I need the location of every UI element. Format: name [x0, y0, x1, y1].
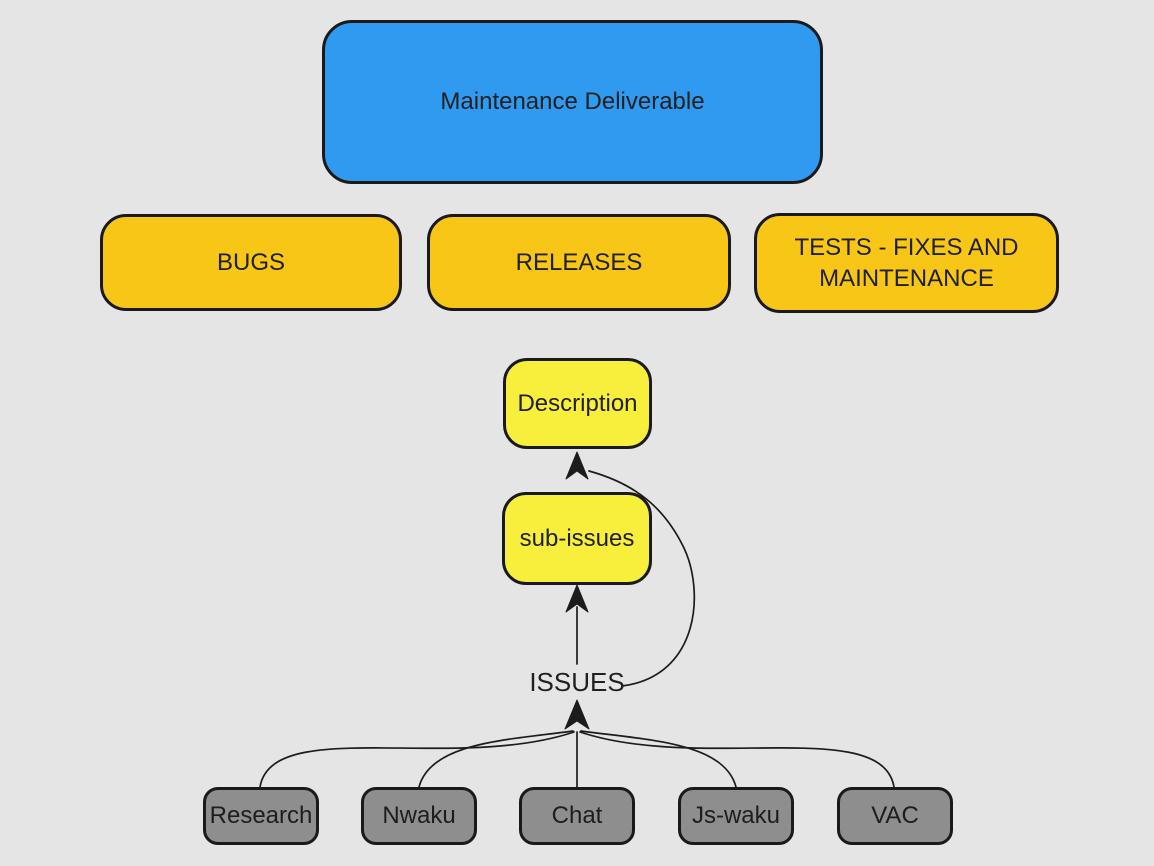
node-bugs: BUGS	[100, 214, 402, 311]
node-description-label: Description	[517, 389, 638, 417]
edge-research-to-issues	[259, 731, 575, 788]
edge-jswaku-to-issues	[580, 730, 737, 788]
node-chat-label: Chat	[551, 802, 603, 830]
node-research: Research	[203, 787, 319, 845]
node-chat: Chat	[519, 787, 635, 845]
node-releases-label: RELEASES	[515, 248, 643, 276]
arrowhead-into-description	[565, 451, 589, 480]
node-tests-fixes-maintenance-label: TESTS - FIXES AND MAINTENANCE	[794, 233, 1019, 292]
node-sub-issues: sub-issues	[502, 492, 652, 585]
edge-vac-to-issues	[579, 731, 895, 788]
node-issues: ISSUES	[507, 665, 647, 699]
node-js-waku: Js-waku	[678, 787, 794, 845]
arrowhead-into-subissues	[565, 584, 589, 613]
node-bugs-label: BUGS	[216, 248, 285, 276]
edge-issues-to-description	[588, 470, 696, 687]
node-nwaku: Nwaku	[361, 787, 477, 845]
node-issues-label: ISSUES	[529, 666, 625, 697]
node-js-waku-label: Js-waku	[691, 802, 781, 830]
node-releases: RELEASES	[427, 214, 731, 311]
edge-nwaku-to-issues	[418, 730, 574, 788]
node-vac: VAC	[837, 787, 953, 845]
node-sub-issues-label: sub-issues	[519, 524, 635, 552]
node-vac-label: VAC	[871, 802, 919, 830]
node-maintenance-deliverable: Maintenance Deliverable	[322, 20, 823, 184]
node-research-label: Research	[209, 802, 313, 830]
node-nwaku-label: Nwaku	[382, 802, 456, 830]
arrowhead-into-issues	[564, 699, 590, 730]
node-tests-fixes-maintenance: TESTS - FIXES AND MAINTENANCE	[754, 213, 1059, 313]
node-maintenance-deliverable-label: Maintenance Deliverable	[440, 88, 705, 116]
node-description: Description	[503, 358, 652, 449]
